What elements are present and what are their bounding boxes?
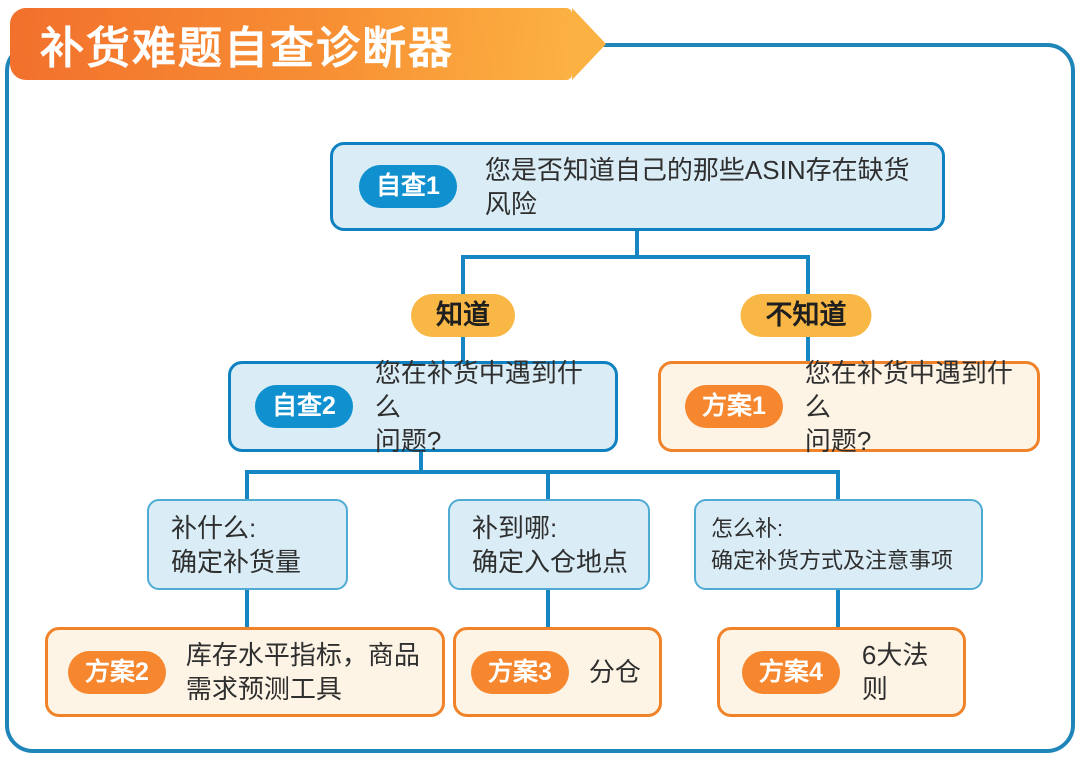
check2-badge: 自查2 [255,385,353,428]
plan1-text-line2: 问题? [804,425,872,456]
check1-text: 您是否知道自己的那些ASIN存在缺货风险 [484,154,910,219]
branch-unknow-badge: 不知道 [740,294,872,337]
plan1-text-line1: 您在补货中遇到什么 [804,357,1013,422]
check2-text-line2: 问题? [374,425,442,456]
question-where-line2: 确定入仓地点 [472,546,629,577]
plan2-box: 方案2 库存水平指标，商品 需求预测工具 [45,627,445,717]
banner-arrow-shape [572,8,606,80]
question-how-line1: 怎么补: [711,515,784,541]
question-what-line2: 确定补货量 [171,546,302,577]
branch-know-badge: 知道 [411,294,515,337]
plan3-badge: 方案3 [471,650,569,694]
plan2-text: 库存水平指标，商品 需求预测工具 [186,638,420,706]
question-where-text: 补到哪: 确定入仓地点 [472,511,628,579]
question-what-line1: 补什么: [171,512,257,543]
check2-box: 自查2 您在补货中遇到什么 问题? [228,358,618,456]
title-banner: 补货难题自查诊断器 [10,8,606,80]
check2-text: 您在补货中遇到什么 问题? [375,356,591,458]
plan3-box: 方案3 分仓 [453,627,662,717]
plan4-box: 方案4 6大法则 [717,627,966,717]
plan1-text: 您在补货中遇到什么 问题? [805,356,1013,458]
question-where-box: 补到哪: 确定入仓地点 [448,499,650,590]
check1-badge: 自查1 [359,165,457,208]
plan4-badge: 方案4 [742,650,840,694]
plan2-text-line2: 需求预测工具 [185,674,342,704]
plan1-badge: 方案1 [685,385,783,428]
check2-text-line1: 您在补货中遇到什么 [374,357,583,422]
question-what-box: 补什么: 确定补货量 [147,499,348,590]
question-what-text: 补什么: 确定补货量 [171,511,301,579]
question-how-line2: 确定补货方式及注意事项 [711,547,954,573]
question-how-text: 怎么补: 确定补货方式及注意事项 [711,513,953,577]
plan1-box: 方案1 您在补货中遇到什么 问题? [658,358,1040,456]
plan2-badge: 方案2 [68,650,166,694]
question-where-line1: 补到哪: [472,512,558,543]
plan4-text: 6大法则 [861,640,929,704]
page-title: 补货难题自查诊断器 [40,24,454,73]
plan2-text-line1: 库存水平指标，商品 [185,640,420,670]
question-how-box: 怎么补: 确定补货方式及注意事项 [694,499,983,590]
plan3-text: 分仓 [588,657,641,687]
check1-box: 自查1 您是否知道自己的那些ASIN存在缺货风险 [330,142,945,231]
